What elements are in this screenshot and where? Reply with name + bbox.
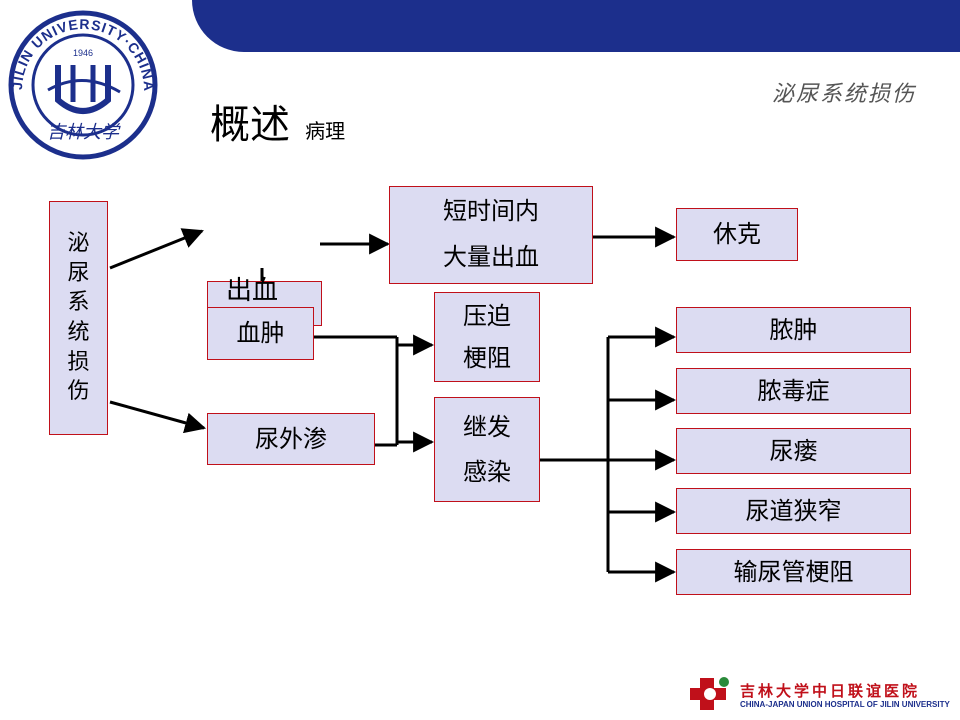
hematoma-label: 血肿 [236,319,285,348]
outcome-label: 尿瘘 [769,436,818,465]
outcome-sepsis-box: 脓毒症 [676,368,911,414]
short-bleed-box: 短时间内 大量出血 [389,186,593,284]
infection-box: 继发 感染 [434,397,540,502]
outcome-abscess-box: 脓肿 [676,307,911,353]
source-char: 伤 [67,379,90,405]
slide-title: 概述 [210,102,290,148]
bleeding-overlay-text: 出血 [226,276,279,306]
outcome-label: 脓肿 [769,315,818,344]
outcome-label: 输尿管梗阻 [733,557,854,586]
outcome-label: 脓毒症 [757,376,830,405]
infection-line-1: 继发 [463,413,511,442]
source-char: 泌 [67,230,90,256]
compression-line-2: 梗阻 [463,344,511,372]
compression-line-1: 压迫 [463,302,511,330]
source-char: 损 [67,349,90,375]
short-bleed-line-1: 短时间内 [443,197,539,226]
hospital-logo-icon [690,677,729,710]
outcome-ureter-obstruction-box: 输尿管梗阻 [676,549,911,595]
source-char: 系 [67,290,90,316]
hospital-name-cn: 吉林大学中日联谊医院 [740,682,921,700]
top-banner [192,0,960,52]
source-label: 泌尿系统损伤 [67,229,89,407]
extravasation-box: 尿外渗 [207,413,375,465]
compression-box: 压迫 梗阻 [434,292,540,382]
outcome-stricture-box: 尿道狭窄 [676,488,911,534]
outcome-fistula-box: 尿瘘 [676,428,911,474]
infection-line-2: 感染 [463,457,511,486]
source-char: 尿 [67,260,90,286]
university-logo: JILIN UNIVERSITY·CHINA 1946 吉林大学 [8,10,158,160]
source-box: 泌尿系统损伤 [49,201,108,435]
slide-title-group: 概述 病理 [210,92,345,150]
logo-year: 1946 [73,48,93,58]
shock-label: 休克 [713,220,761,249]
source-char: 统 [67,320,90,345]
hematoma-box: 血肿 [207,307,314,360]
extravasation-label: 尿外渗 [255,424,327,453]
header-title: 泌尿系统损伤 [771,82,916,107]
shock-box: 休克 [676,208,798,261]
hospital-name-en: CHINA-JAPAN UNION HOSPITAL OF JILIN UNIV… [740,700,950,709]
outcome-label: 尿道狭窄 [745,496,842,525]
slide-subtitle: 病理 [305,119,346,143]
logo-script: 吉林大学 [47,122,121,143]
short-bleed-line-2: 大量出血 [443,243,539,271]
